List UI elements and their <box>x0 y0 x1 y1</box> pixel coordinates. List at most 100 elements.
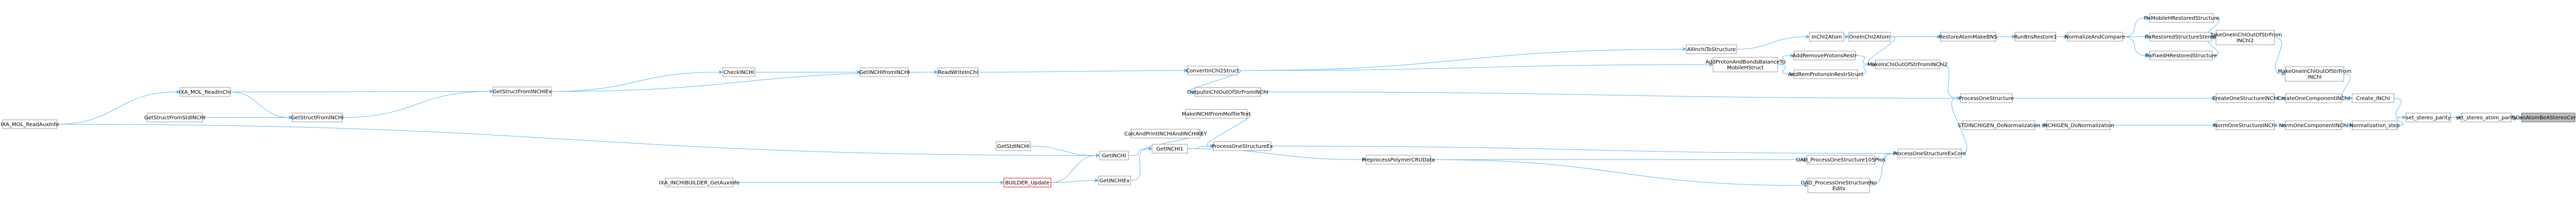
node-FixRestoredStructureStereo[interactable]: FixRestoredStructureStereo <box>2144 32 2216 42</box>
node-NormOneComponentINChI[interactable]: NormOneComponentINChI <box>2279 120 2348 130</box>
node-MakeInChIOutOfStrFromINChI2[interactable]: MakeInChIOutOfStrFromINChI2 <box>1867 59 1948 69</box>
node-RestoreAtomMakeBNS[interactable]: RestoreAtomMakeBNS <box>1939 32 1997 42</box>
node-label: FixRestoredStructureStereo <box>2144 34 2216 40</box>
edge-IXA_MOL_ReadAuxInfo-to-IXA_MOL_ReadInChI <box>56 92 177 125</box>
edge-GetINCHI1-to-ProcessOneStructureEx <box>1187 146 1211 149</box>
edge-arrowhead <box>1095 178 1099 183</box>
node-CreateOneComponentINChI[interactable]: CreateOneComponentINChI <box>2278 93 2350 103</box>
node-box <box>1152 144 1188 154</box>
node-OutputInChIOutOfStrFromINChI[interactable]: OutputInChIOutOfStrFromINChI <box>1187 87 1268 97</box>
node-label: RunBnsRestore1 <box>2014 34 2057 40</box>
edge-GetINCHI-to-GetINCHI1 <box>1128 148 1149 156</box>
edge-AddRemProtonsInRestrStruct-to-MakeInChIOutOfStrFromINChI2 <box>1857 64 1873 74</box>
node-NormOneStructureINChI[interactable]: NormOneStructureINChI <box>2214 120 2277 130</box>
node-box <box>2 119 57 129</box>
node-label: AddProtonAndBondsBalanceTo <box>1706 59 1785 65</box>
edge-arrowhead <box>2043 123 2047 128</box>
node-IXA_MOL_ReadInChI[interactable]: IXA_MOL_ReadInChI <box>179 87 231 97</box>
node-label: IXA_MOL_ReadInChI <box>179 90 231 95</box>
node-ProcessOneStructureExCore[interactable]: ProcessOneStructureExCore <box>1893 148 1966 158</box>
edge-arrowhead <box>1709 63 1714 67</box>
node-GetStructFromINCHI[interactable]: GetStructFromINCHI <box>291 113 344 122</box>
node-GetStructFromStdINCHI[interactable]: GetStructFromStdINCHI <box>144 113 206 122</box>
node-label: GetStdINCHI <box>997 144 1029 150</box>
node-set_stereo_parity[interactable]: set_stereo_parity <box>2405 113 2451 122</box>
edge-ConvertInChI2Struct-to-AllInchiToStructure <box>1237 49 1684 71</box>
node-Normalization_step[interactable]: Normalization_step <box>2350 120 2400 130</box>
node-RunBnsRestore1[interactable]: RunBnsRestore1 <box>2014 32 2057 42</box>
node-CreateOneStructureINChI[interactable]: CreateOneStructureINChI <box>2212 93 2279 103</box>
edge-ReadWriteInChI-to-ConvertInChI2Struct <box>978 70 1185 72</box>
node-box <box>2285 120 2342 130</box>
node-Create_INChI[interactable]: Create_INChI <box>2352 93 2394 103</box>
node-box <box>493 86 552 96</box>
node-PreprocessPolymerCRUData[interactable]: PreprocessPolymerCRUData <box>1362 155 1435 165</box>
node-GetINCHIfromINCHI[interactable]: GetINCHIfromINCHI <box>859 67 910 77</box>
edge-arrowhead <box>2146 53 2151 58</box>
node-AddRemoveProtonsRestr[interactable]: AddRemoveProtonsRestr <box>1792 51 1858 60</box>
node-ConvertInChI2Struct[interactable]: ConvertInChI2Struct <box>1186 66 1239 76</box>
node-root[interactable]: SCanAtomBeAStereoCenter <box>2512 113 2576 122</box>
node-ReadWriteInChI[interactable]: ReadWriteInChI <box>937 67 979 77</box>
node-box <box>2285 66 2344 82</box>
node-BUILDER_Update[interactable]: BUILDER_Update <box>1003 178 1051 188</box>
edge-arrowhead <box>1184 68 1189 73</box>
node-label: INCHIGEN_DoNormalization <box>2042 123 2114 129</box>
edge-arrowhead <box>2212 35 2217 40</box>
node-IXA_INCHIBUILDER_GetInChIAuxInfo[interactable]: IXA_INCHIBUILDER_GetAuxInfo <box>659 178 739 188</box>
node-box <box>1099 151 1129 160</box>
node-label: set_stereo_atom_parity <box>2456 115 2517 121</box>
node-OAD_ProcessOneStructure105Plus[interactable]: OAD_ProcessOneStructure105Plus <box>1796 155 1886 165</box>
edge-AddProtonAndBondsBalanceToMobileHStruct-to-AddRemProtonsInRestrStruct <box>1777 64 1791 74</box>
node-ProcessOneStructure[interactable]: ProcessOneStructure <box>1959 93 2014 103</box>
node-label: CreateOneComponentINChI <box>2278 96 2350 102</box>
node-label: ProcessOneStructureEx <box>1212 144 1273 150</box>
node-GetINCHIEx[interactable]: GetINCHIEx <box>1098 176 1131 185</box>
edge-arrowhead <box>2146 16 2151 20</box>
node-label: GetStructFromINCHIEx <box>493 89 552 95</box>
node-CheckINCHI[interactable]: CheckINCHI <box>722 67 756 77</box>
node-InChI2Atom[interactable]: InChI2Atom <box>1809 32 1844 42</box>
node-label: MakeINCHIFromMolfileText <box>1182 111 1251 117</box>
node-INCHIGEN_DoNormalization[interactable]: INCHIGEN_DoNormalization <box>2042 120 2114 130</box>
edge-ConvertInChI2Struct-to-AddProtonAndBondsBalanceToMobileHStruct <box>1237 64 1710 71</box>
edge-arrowhead <box>1191 90 1196 94</box>
edge-PreprocessPolymerCRUData-to-OAD_ProcessOneStructureNoEdits <box>1430 159 1805 186</box>
edge-arrowhead <box>1937 34 1942 39</box>
edge-arrowhead <box>1957 96 1961 101</box>
node-box <box>1848 32 1891 42</box>
node-AddRemProtonsInRestrStruct[interactable]: AddRemProtonsInRestrStruct <box>1788 69 1864 79</box>
node-label: MakeInChIOutOfStrFromINChI2 <box>1867 62 1948 68</box>
node-STDINCHIGEN_DoNormalization[interactable]: STDINCHIGEN_DoNormalization <box>1958 120 2040 130</box>
node-FixFixedHRestoredStructure[interactable]: FixFixedHRestoredStructure <box>2145 51 2217 60</box>
node-FixMobileHRestoredStructure[interactable]: FixMobileHRestoredStructure <box>2144 13 2220 23</box>
node-MakeINCHIFromMolfileText[interactable]: MakeINCHIFromMolfileText <box>1182 109 1251 119</box>
node-ProcessOneStructureEx[interactable]: ProcessOneStructureEx <box>1212 141 1273 151</box>
node-label: IXA_MOL_ReadAuxInfo <box>1 122 59 128</box>
node-box <box>1875 59 1940 69</box>
edge-arrowhead <box>934 70 939 74</box>
node-box <box>2149 32 2212 42</box>
edge-Create_INChI-to-set_stereo_parity <box>2393 98 2403 118</box>
node-label: GetStructFromStdINCHI <box>144 115 205 121</box>
node-GetStructFromINCHIEx[interactable]: GetStructFromINCHIEx <box>493 86 552 96</box>
node-set_stereo_atom_parity[interactable]: set_stereo_atom_parity <box>2456 113 2517 122</box>
node-AllInchiToStructure[interactable]: AllInchiToStructure <box>1686 44 1737 54</box>
node-label: ReadWriteInChI <box>938 70 978 76</box>
node-label: INChI <box>2308 74 2322 80</box>
node-GetStdINCHI[interactable]: GetStdINCHI <box>996 141 1031 151</box>
node-OneInChI2Atom[interactable]: OneInChI2Atom <box>1848 32 1891 42</box>
node-GetINCHI1[interactable]: GetINCHI1 <box>1152 144 1188 154</box>
node-box <box>2149 51 2213 60</box>
node-NormalizeAndCompare[interactable]: NormalizeAndCompare <box>2065 32 2125 42</box>
node-CalcAndPrintINCHIAndINCHIKEY[interactable]: CalcAndPrintINCHIAndINCHIKEY <box>1124 129 1207 139</box>
node-box <box>1962 120 2035 130</box>
node-GetINCHI[interactable]: GetINCHI <box>1099 151 1129 160</box>
node-IXA_MOL_ReadAuxInfo[interactable]: IXA_MOL_ReadAuxInfo <box>1 119 59 129</box>
node-label: MakeOneInChIOutOfStrFrom <box>2209 32 2282 38</box>
node-box <box>1131 129 1201 139</box>
